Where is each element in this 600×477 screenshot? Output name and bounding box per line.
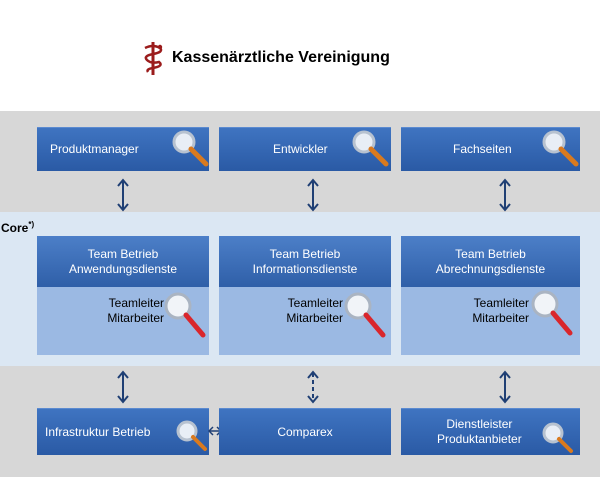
role-staff: Mitarbeiter [472,311,529,325]
role-lead: Teamleiter [108,296,164,310]
team-head-informationsdienste[interactable]: Team Betrieb Informationsdienste [219,236,391,287]
team-subtitle: Abrechnungsdienste [435,261,546,276]
team-title: Team Betrieb [269,246,341,261]
box-label: Infrastruktur Betrieb [45,424,151,439]
header-title: Kassenärztliche Vereinigung [172,49,390,66]
magnifier-icon [344,292,386,338]
double-arrow-icon [117,370,129,404]
double-arrow-icon [499,178,511,212]
team-subtitle: Informationsdienste [252,261,358,276]
magnifier-icon [176,420,207,451]
role-staff: Mitarbeiter [286,311,343,325]
box-label: Entwickler [273,142,328,156]
team-head-abrechnungsdienste[interactable]: Team Betrieb Abrechnungsdienste [401,236,580,287]
box-label: Comparex [277,424,333,439]
header: Kassenärztliche Vereinigung [140,40,390,76]
role-lead: Teamleiter [287,296,343,310]
team-body-informationsdienste: Teamleiter Mitarbeiter [219,287,391,355]
magnifier-icon [542,130,579,167]
box-label-line1: Dienstleister [446,417,513,431]
footnote-mark: *) [28,220,35,229]
dashed-double-arrow-icon [307,370,319,404]
team-title: Team Betrieb [455,246,526,261]
box-label: Produktmanager [50,142,139,156]
magnifier-icon [352,130,389,167]
magnifier-icon [172,130,209,167]
magnifier-icon [531,290,573,336]
box-label-line2: Produktanbieter [437,432,522,446]
box-label: Fachseiten [453,142,512,156]
magnifier-icon [542,422,573,453]
box-comparex[interactable]: Comparex [219,408,391,455]
team-title: Team Betrieb [87,246,159,261]
core-label: Core*) [1,220,35,235]
magnifier-icon [164,292,206,338]
double-arrow-icon [307,178,319,212]
team-subtitle: Anwendungsdienste [68,261,178,276]
double-arrow-icon [117,178,129,212]
role-lead: Teamleiter [473,296,529,310]
role-staff: Mitarbeiter [107,311,164,325]
team-head-anwendungsdienste[interactable]: Team Betrieb Anwendungsdienste [37,236,209,287]
double-arrow-icon [499,370,511,404]
aesculapian-staff-icon [144,42,163,75]
